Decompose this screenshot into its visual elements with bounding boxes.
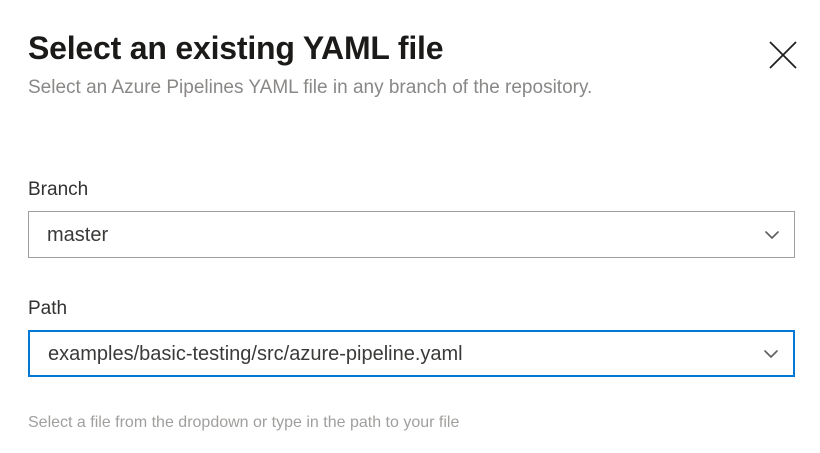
- close-icon: [768, 40, 798, 70]
- branch-dropdown[interactable]: [28, 211, 795, 258]
- chevron-down-icon[interactable]: [749, 344, 793, 364]
- page-title: Select an existing YAML file: [28, 30, 444, 66]
- path-helper-text: Select a file from the dropdown or type …: [28, 414, 460, 431]
- path-dropdown[interactable]: [28, 330, 795, 377]
- path-field-block: Path: [28, 297, 795, 377]
- branch-input[interactable]: [29, 221, 750, 248]
- dialog-subtitle: Select an Azure Pipelines YAML file in a…: [28, 77, 593, 98]
- close-button[interactable]: [760, 32, 806, 78]
- dialog-header: Select an existing YAML file Select an A…: [28, 28, 796, 103]
- branch-label: Branch: [28, 179, 89, 200]
- path-label: Path: [28, 298, 68, 319]
- branch-field-block: Branch: [28, 178, 795, 258]
- chevron-down-icon[interactable]: [750, 225, 794, 245]
- path-input[interactable]: [30, 340, 749, 367]
